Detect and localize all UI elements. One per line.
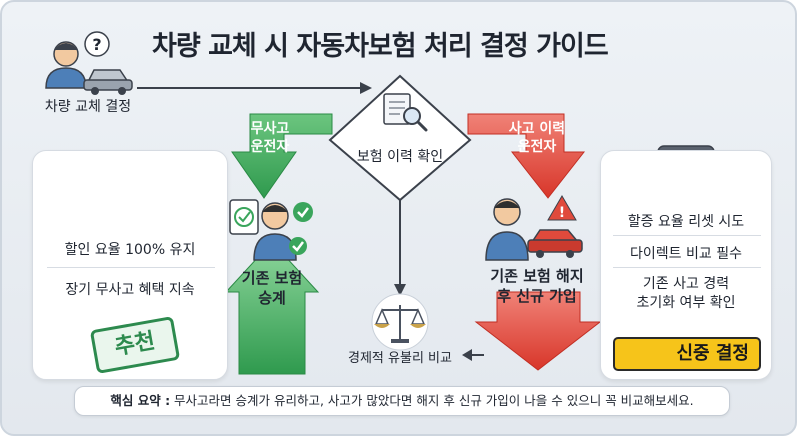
left-panel-divider — [47, 267, 215, 268]
right-panel-item-3: 기존 사고 경력 초기화 여부 확인 — [636, 276, 736, 311]
left-branch-label: 무사고 운전자 — [250, 121, 290, 155]
summary-prefix: 핵심 요약 : — [110, 393, 171, 408]
right-panel-divider-1 — [613, 235, 761, 236]
right-panel-item-1: 할증 요율 리셋 시도 — [627, 214, 745, 230]
compare-arrowhead — [462, 349, 472, 361]
right-panel-item-2: 다이렉트 비교 필수 — [630, 246, 742, 262]
compare-label: 경제적 유불리 비교 — [348, 351, 452, 366]
green-branch-arrow — [231, 113, 333, 199]
summary-text: 무사고라면 승계가 유리하고, 사고가 많았다면 해지 후 신규 가입이 나을 … — [170, 393, 694, 408]
worried-driver-icon — [485, 198, 529, 261]
left-panel-item-2: 장기 무사고 혜택 지속 — [65, 282, 195, 298]
person-with-question-icon: ? — [45, 31, 110, 89]
svg-text:?: ? — [92, 35, 101, 54]
balance-scale-icon — [371, 293, 429, 351]
right-info-panel: 할증 요율 리셋 시도 다이렉트 비교 필수 기존 사고 경력 초기화 여부 확… — [600, 150, 772, 380]
decision-label: 보험 이력 확인 — [356, 149, 444, 165]
start-label: 차량 교체 결정 — [44, 99, 132, 115]
damaged-car-icon — [527, 229, 583, 258]
red-result-arrow — [474, 291, 602, 371]
green-result-arrow — [224, 241, 320, 375]
left-panel-item-1: 할인 요율 100% 유지 — [64, 242, 196, 258]
car-icon — [83, 69, 133, 95]
caution-badge: 신중 결정 — [613, 337, 761, 371]
recommend-stamp: 추천 — [89, 316, 181, 374]
red-branch-arrow — [467, 113, 586, 199]
center-down-arrowhead — [394, 284, 406, 296]
right-panel-divider-2 — [613, 267, 761, 268]
summary-bar: 핵심 요약 : 무사고라면 승계가 유리하고, 사고가 많았다면 해지 후 신규… — [74, 386, 730, 416]
checklist-icon — [229, 199, 259, 235]
start-flow-arrowhead — [360, 82, 372, 94]
page-title: 차량 교체 시 자동차보험 처리 결정 가이드 — [152, 31, 609, 62]
left-info-panel: 할인 요율 100% 유지 장기 무사고 혜택 지속 추천 — [32, 150, 228, 380]
svg-text:!: ! — [559, 205, 565, 221]
right-result-label: 기존 보험 해지 후 신규 가입 — [490, 267, 584, 305]
left-result-label: 기존 보험 승계 — [241, 269, 303, 307]
right-branch-label: 사고 이력 운전자 — [508, 121, 566, 155]
warning-icon: ! — [547, 195, 577, 221]
document-search-icon — [383, 93, 428, 132]
happy-driver-icon — [253, 202, 313, 261]
